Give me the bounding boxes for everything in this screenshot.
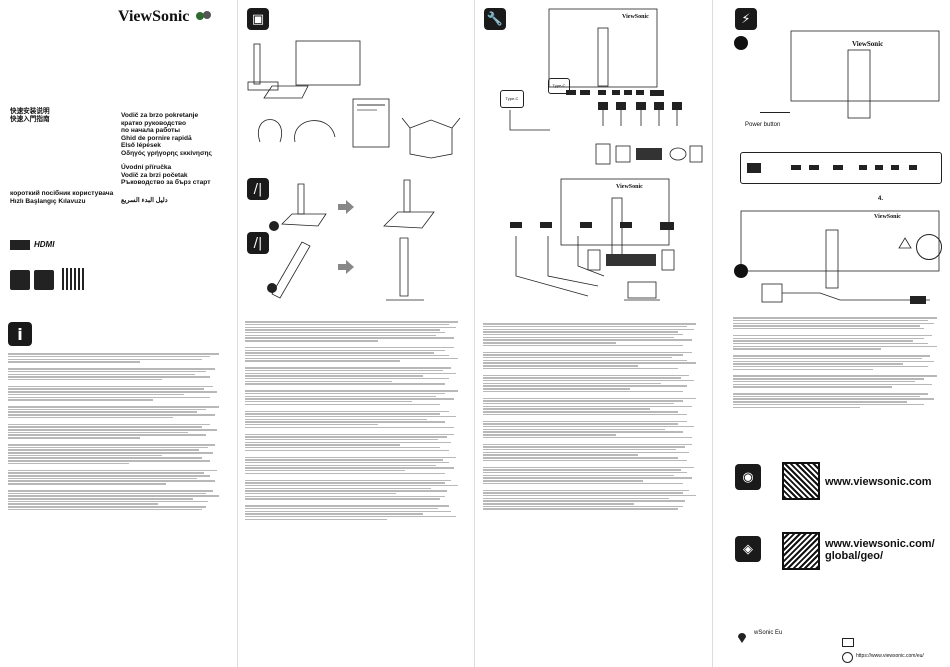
- step-four-label: 4.: [878, 196, 884, 202]
- titles-right: Vodič za brzo pokretanje кратко руководс…: [121, 112, 212, 158]
- power-button-label: Power button: [745, 122, 781, 128]
- energy-star-logo: [10, 240, 30, 250]
- title-arabic: دليل البدء السريع: [121, 197, 168, 204]
- qr-small-icon: [62, 268, 84, 290]
- typec-port-right: Type-C: [548, 78, 570, 94]
- cables-illustration: [250, 112, 340, 152]
- title-line: 快速安装说明: [10, 108, 50, 115]
- arrow-right-icon: [338, 200, 354, 214]
- brand-birds-icon: [195, 8, 213, 20]
- title-line: кратко руководство: [121, 119, 187, 127]
- plug-icon: ⚡: [735, 8, 757, 30]
- title-line: Ghid de pornire rapidă: [121, 134, 192, 142]
- monitor-back-illustration-3: [740, 210, 940, 290]
- power-button-line: [760, 112, 790, 113]
- globe-icon: [842, 652, 853, 663]
- url-global[interactable]: www.viewsonic.com/ global/geo/: [825, 538, 935, 562]
- open-box-illustration: [400, 110, 462, 160]
- title-line: Οδηγός γρήγορης εκκίνησης: [121, 149, 212, 157]
- step-one-badge: [734, 36, 748, 50]
- port-row-2: [510, 220, 690, 232]
- panel2-text-block: [245, 320, 467, 660]
- title-line: Vodič za brzo pokretanje: [121, 112, 199, 119]
- brand-logo: ViewSonic: [118, 8, 190, 25]
- panel3-text-block: [483, 322, 705, 662]
- step-two-badge: [734, 264, 748, 278]
- power-cord-illustration: [760, 280, 940, 308]
- monitor-brand-text: ViewSonic: [622, 14, 649, 20]
- chat-icon: ◉: [735, 464, 761, 490]
- monitor-illustration: [295, 40, 361, 92]
- laptop-illustration: [622, 280, 662, 304]
- qr-code-2: [782, 532, 820, 570]
- monitor-upright-illustration: [380, 236, 430, 302]
- connector-row: [596, 100, 706, 130]
- monitor-brand-text: ViewSonic: [874, 214, 901, 220]
- social-site[interactable]: https://www.viewsonic.com/eu/: [856, 653, 924, 659]
- title-line: короткий посібник користувача: [10, 190, 114, 197]
- qr-code-1: [782, 462, 820, 500]
- power-socket-icon: [916, 234, 942, 260]
- titles-left: 快速安装说明 快速入門指南: [10, 108, 50, 123]
- peripherals-illustration: [594, 138, 706, 168]
- titles-right-2: Úvodní příručka Vodič za brzi početak Ръ…: [121, 164, 210, 187]
- location-icon: [738, 630, 746, 643]
- monitor-brand-text: ViewSonic: [616, 184, 643, 190]
- title-line: Ръководство за бърз старт: [121, 179, 211, 187]
- hdmi-logo: HDMI: [34, 240, 55, 249]
- monitor-mount-illustration: [262, 238, 332, 300]
- url-main[interactable]: www.viewsonic.com: [825, 476, 932, 488]
- desktop-illustration: [586, 244, 676, 274]
- title-line: по начала работы: [121, 127, 181, 135]
- box-icon: ▣: [247, 8, 269, 30]
- warning-icon: [898, 236, 912, 249]
- port-row: [566, 88, 686, 98]
- title-line: Hızlı Başlangıç Kılavuzu: [10, 197, 86, 205]
- social-handle: wSonic Eu: [754, 630, 783, 636]
- wrench-icon: 🔧: [484, 8, 506, 30]
- port-strip: [740, 152, 942, 184]
- support-icon: [34, 270, 54, 290]
- attach-stand-illustration: [262, 180, 332, 240]
- box-apps-icon: ◈: [735, 536, 761, 562]
- arrow-step-icon: /|: [247, 232, 269, 254]
- arrow-step-icon: /|: [247, 178, 269, 200]
- title-line: Úvodní příručka: [121, 164, 172, 171]
- titles-bottom: короткий посібник користувача Hızlı Başl…: [10, 190, 113, 205]
- cable-illustration: [500, 100, 570, 140]
- panel4-text-block: [733, 316, 945, 458]
- title-line: 快速入門指南: [10, 115, 50, 123]
- info-icon: i: [8, 322, 32, 346]
- title-line: Vodič za brzi početak: [121, 171, 188, 179]
- monitor-back-illustration: [548, 8, 658, 88]
- panel1-text-block: [8, 352, 228, 652]
- manual-icon: [10, 270, 30, 290]
- typec-port-left: Type-C: [500, 90, 524, 108]
- cables-illustration-2: [508, 236, 618, 306]
- base-illustration: [262, 84, 310, 100]
- document-illustration: [352, 98, 390, 148]
- monitor-brand-text: ViewSonic: [852, 40, 884, 48]
- mail-icon: [842, 638, 854, 647]
- arrow-right-icon: [338, 260, 354, 274]
- title-line: Első lépések: [121, 142, 161, 150]
- monitor-front-illustration: [790, 30, 940, 120]
- stand-assembled-illustration: [378, 178, 438, 240]
